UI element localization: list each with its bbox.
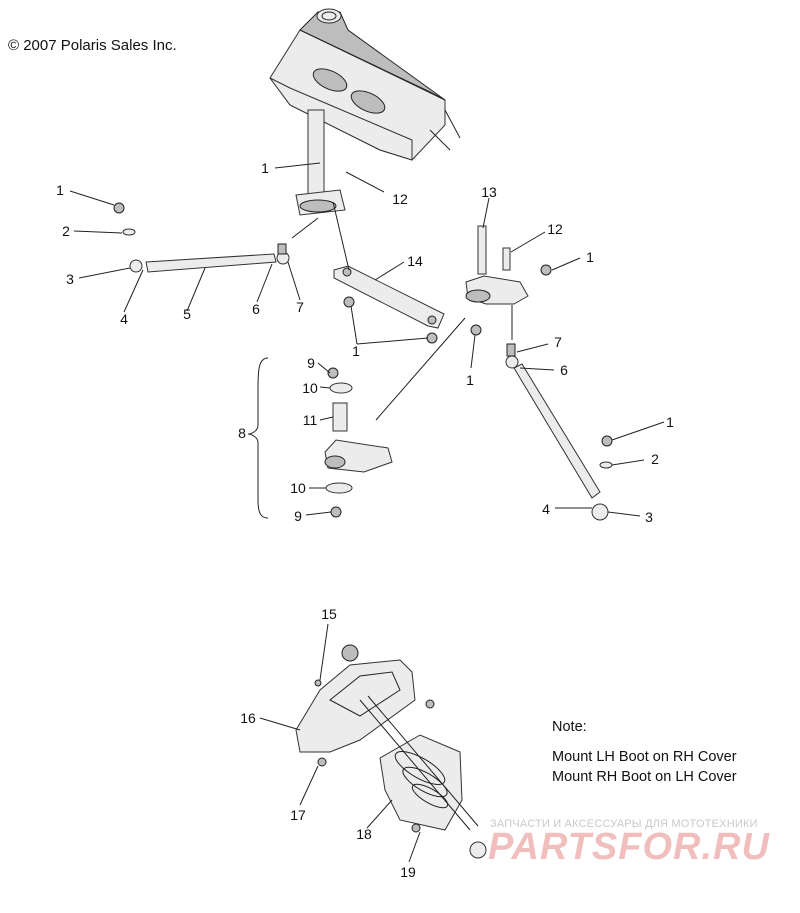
callout-1-nut-pitman-right: 1 [586, 249, 594, 265]
callout-7-rod-end-right-inner: 7 [554, 334, 562, 350]
callout-12-bolt-pitman: 12 [547, 221, 563, 237]
callout-9-nut-idler-bottom: 9 [294, 508, 302, 524]
watermark-tagline: ЗАПЧАСТИ И АКСЕССУАРЫ ДЛЯ МОТОТЕХНИКИ [490, 818, 758, 830]
leader-lines [69, 162, 665, 863]
callout-6-jam-nut-right-inner: 6 [560, 362, 568, 378]
copyright-notice: © 2007 Polaris Sales Inc. [8, 37, 177, 54]
callout-4-jam-nut-right: 4 [542, 501, 550, 517]
idler-assembly [247, 357, 393, 519]
callout-6-jam-nut-left-inner: 6 [252, 301, 260, 317]
callout-1-nut-right-tierod: 1 [666, 414, 674, 430]
callout-5-tie-rod-left: 5 [183, 306, 191, 322]
callout-10-washer-idler-bottom: 10 [290, 480, 306, 496]
callout-10-washer-idler-top: 10 [302, 380, 318, 396]
callout-2-washer-left: 2 [62, 223, 70, 239]
callout-16-cover: 16 [240, 710, 256, 726]
note-line-rh-boot: Mount RH Boot on LH Cover [552, 769, 737, 785]
callout-4-jam-nut-left: 4 [120, 311, 128, 327]
callout-11-sleeve-idler: 11 [302, 412, 318, 428]
callout-12-bolt-left-shaft: 12 [392, 191, 408, 207]
note-title: Note: [552, 719, 587, 735]
boot-cover-assembly [295, 644, 487, 859]
callout-18-boot: 18 [356, 826, 372, 842]
note-line-lh-boot: Mount LH Boot on RH Cover [552, 749, 737, 765]
callout-1-nut-pitman-lower: 1 [466, 372, 474, 388]
callout-9-nut-idler-top: 9 [307, 355, 315, 371]
callout-2-washer-right: 2 [651, 451, 659, 467]
right-tie-rod [505, 343, 613, 521]
callout-1-nut-left-tierod: 1 [56, 182, 64, 198]
steering-shaft [291, 109, 346, 239]
callout-1-nut-left-shaft: 1 [261, 160, 269, 176]
left-tie-rod [113, 202, 290, 273]
callout-13-bolt-pitman: 13 [481, 184, 497, 200]
callout-14-link-plate: 14 [407, 253, 423, 269]
callout-3-rod-end-left: 3 [66, 271, 74, 287]
right-pitman-arm [375, 225, 552, 421]
callout-8-idler-assembly: 8 [238, 425, 246, 441]
callout-15-screw-cover: 15 [321, 606, 337, 622]
callout-7-rod-end-left-inner: 7 [296, 299, 304, 315]
callout-17-screw-lower: 17 [290, 807, 306, 823]
link-plate [332, 201, 445, 344]
callout-1-nut-link-plate: 1 [352, 343, 360, 359]
mounting-note: Note: Mount LH Boot on RH Cover Mount RH… [552, 717, 737, 787]
watermark-logo: PARTSFOR.RU [488, 826, 770, 868]
callout-19-clamp: 19 [400, 864, 416, 880]
callout-3-rod-end-right: 3 [645, 509, 653, 525]
steering-frame [269, 8, 461, 161]
note-spacer [552, 737, 737, 747]
